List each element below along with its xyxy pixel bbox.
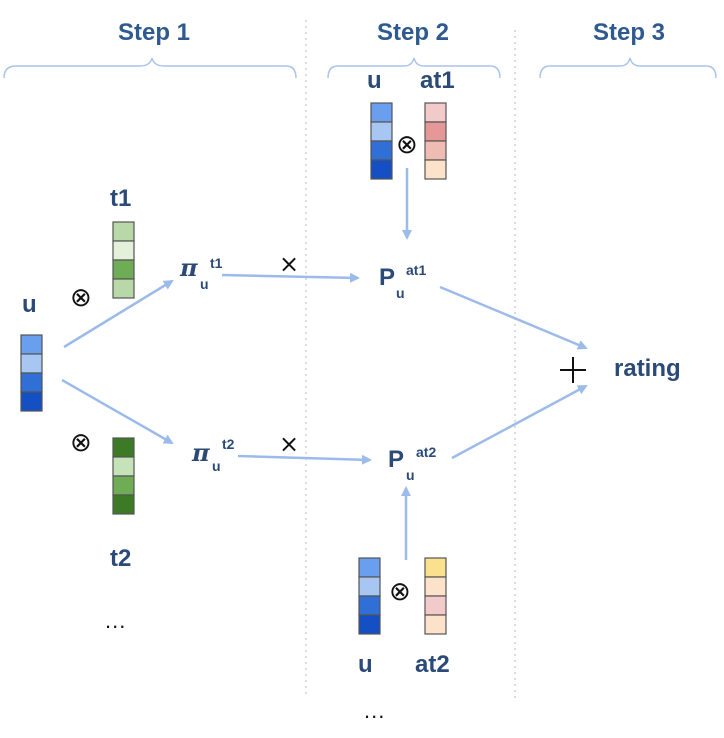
embedding-vectors (20, 102, 447, 635)
brace-step1 (3, 57, 297, 79)
pi-u-t2-superscript: t2 (222, 436, 235, 452)
at1-vector (424, 102, 447, 180)
step-1-title: Step 1 (118, 19, 191, 46)
step2-u-top-label: u (367, 67, 382, 94)
u-vector (20, 334, 43, 412)
step-2-title: Step 2 (377, 19, 450, 46)
t2-vector-cell (112, 456, 135, 477)
p-u-at1-subscript: u (396, 285, 405, 301)
t1-vector-cell (112, 278, 135, 299)
arrow-pi1-to-p1 (221, 272, 360, 283)
at2-vector-cell (424, 595, 447, 616)
u-vector-top-cell (370, 159, 393, 180)
u-vector-cell (20, 391, 43, 412)
times-operator-1: × (279, 250, 300, 278)
u-label: u (22, 291, 37, 318)
step-3-title: Step 3 (593, 19, 666, 46)
u-vector-bottom-cell (358, 557, 381, 578)
u-vector-top-cell (370, 140, 393, 161)
at1-vector-cell (424, 159, 447, 180)
otimes-operator-t2: ⊗ (70, 428, 92, 458)
pi-u-t1-subscript: u (200, 276, 209, 292)
arrow-pi2-to-p2 (237, 454, 372, 465)
u-vector-bottom-cell (358, 614, 381, 635)
otimes-operator-at2: ⊗ (389, 577, 411, 607)
t1-vector-cell (112, 240, 135, 261)
t2-vector-cell (112, 437, 135, 458)
otimes-operator-t1: ⊗ (70, 283, 92, 313)
u-vector-top-cell (370, 121, 393, 142)
t2-vector-cell (112, 494, 135, 515)
p-u-at2-subscript: u (406, 467, 415, 483)
p-u-at1-superscript: at1 (406, 262, 427, 278)
at1-vector-cell (424, 102, 447, 123)
arrow-p1-to-plus (439, 285, 588, 350)
at2-vector-cell (424, 614, 447, 635)
at2-vector (424, 557, 447, 635)
t2-vector (112, 437, 135, 515)
pi-symbol: π (192, 438, 210, 467)
pi-u-t1-superscript: t1 (210, 255, 223, 271)
brace-step3 (539, 57, 717, 79)
t1-vector (112, 221, 135, 299)
pi-u-t1-node: π (180, 253, 198, 282)
t1-label: t1 (110, 185, 132, 212)
u-vector-cell (20, 372, 43, 393)
u-vector-cell (20, 334, 43, 355)
at1-label: at1 (420, 67, 455, 94)
pi-u-t2-subscript: u (212, 458, 221, 474)
p-u-at1-node: P (379, 264, 396, 291)
step2-ellipsis: ... (364, 698, 386, 723)
brace-step2 (327, 57, 501, 79)
at1-vector-cell (424, 140, 447, 161)
u-vector-bottom-cell (358, 595, 381, 616)
step1-ellipsis: ... (105, 608, 127, 633)
pi-u-t2-node: π (192, 438, 210, 467)
rating-label: rating (614, 355, 681, 382)
step2-u-bottom-label: u (358, 651, 373, 678)
at1-vector-cell (424, 121, 447, 142)
times-operator-2: × (279, 430, 300, 458)
arrow-u-to-pi2 (61, 378, 174, 445)
pi-symbol: π (180, 253, 198, 282)
u-vector-top-cell (370, 102, 393, 123)
otimes-operator-at1: ⊗ (396, 130, 418, 160)
u-vector-cell (20, 353, 43, 374)
p-u-at2-node: P (388, 446, 405, 473)
t1-vector-cell (112, 221, 135, 242)
u-vector-bottom-cell (358, 576, 381, 597)
p-u-at2-superscript: at2 (416, 444, 437, 460)
arrow-u-to-pi1 (63, 279, 174, 349)
u-vector-top (370, 102, 393, 180)
t2-vector-cell (112, 475, 135, 496)
t2-label: t2 (110, 545, 132, 572)
arrow-p2-to-plus (451, 384, 588, 460)
t1-vector-cell (112, 259, 135, 280)
u-vector-bottom (358, 557, 381, 635)
at2-vector-cell (424, 576, 447, 597)
at2-label: at2 (415, 651, 450, 678)
at2-vector-cell (424, 557, 447, 578)
